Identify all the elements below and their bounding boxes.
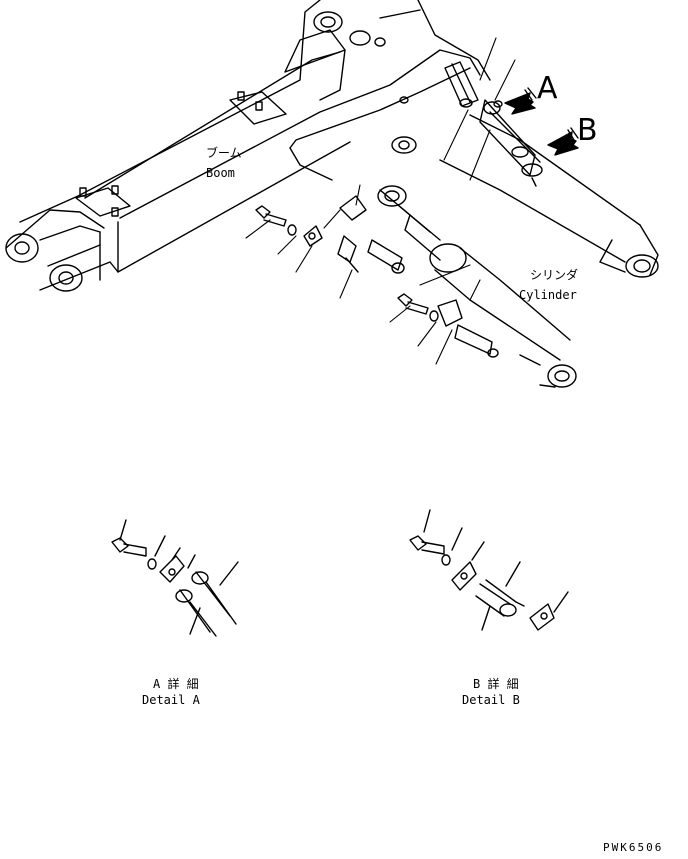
boom-label-jp: ブーム — [206, 146, 242, 160]
detail-a-title-jp: A 詳 細 — [153, 677, 199, 691]
marker-b-label: B — [577, 113, 598, 148]
marker-arrow-b — [547, 127, 579, 156]
boom-label-en: Boom — [206, 166, 235, 180]
bolt-washer-set-upper — [255, 205, 323, 247]
cylinder-label-en: Cylinder — [519, 288, 577, 302]
hose-assembly-upper — [444, 61, 543, 187]
detail-a-drawing — [111, 519, 239, 637]
detail-b-title-jp: B 詳 細 — [473, 677, 519, 691]
cylinder-label-jp: シリンダ — [530, 268, 579, 282]
detail-b-title-en: Detail B — [462, 693, 520, 707]
bolt-washer-set-lower — [397, 293, 439, 322]
marker-a-label: A — [537, 71, 558, 106]
detail-a-title-en: Detail A — [142, 693, 200, 707]
cylinder — [377, 185, 577, 388]
clamp-assembly-middle — [337, 195, 499, 358]
drawing-code: PWK6506 — [603, 841, 664, 854]
leader-lines — [245, 37, 516, 365]
marker-arrow-a — [504, 87, 537, 115]
boom — [5, 0, 659, 292]
detail-b-drawing — [409, 509, 569, 631]
